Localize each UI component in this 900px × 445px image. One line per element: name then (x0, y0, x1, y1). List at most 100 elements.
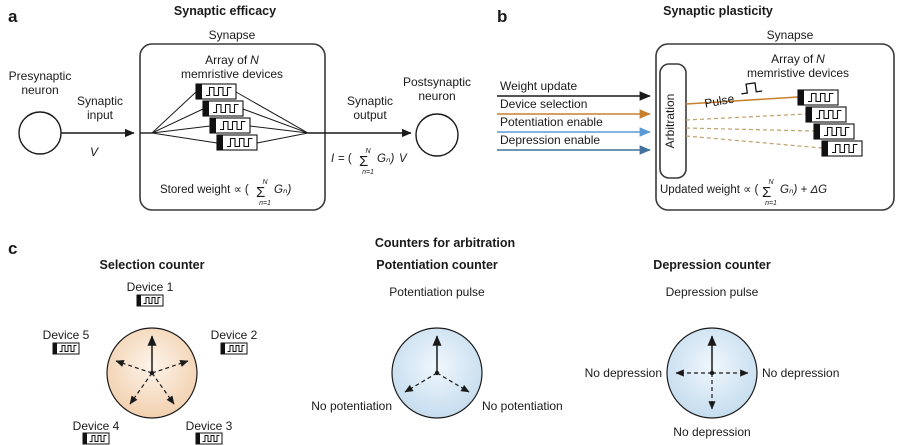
current-suffix: Gₙ) (377, 153, 395, 165)
synaptic-output-label-line1: Synaptic (347, 94, 393, 108)
device-selection-label: Device selection (500, 97, 587, 111)
updated-weight-equation: Updated weight ∝ ( Σ N n=1 Gₙ) + ΔG (660, 179, 827, 207)
memristor-device-icon (209, 117, 251, 134)
selection-dashed-line (685, 113, 807, 121)
postsynaptic-label-line1: Postsynaptic (403, 75, 471, 89)
pulse-waveform-icon (741, 82, 763, 95)
selection-pulse-line (685, 96, 799, 105)
memristor-device-icon (195, 83, 237, 100)
memristor-device-icon (821, 140, 863, 157)
synapse-box-a (139, 43, 326, 211)
converge-line (242, 108, 309, 134)
device-5-label: Device 5 (43, 328, 90, 342)
selection-dashed-arrow (129, 372, 153, 405)
no-potentiation-left-label: No potentiation (311, 399, 392, 413)
panel-a-title: Synaptic efficacy (174, 4, 276, 18)
stored-weight-prefix: Stored weight ∝ ( (160, 184, 249, 196)
selection-counter-title: Selection counter (100, 258, 205, 272)
voltage-label: V (90, 145, 99, 159)
panel-b: b Synaptic plasticity Synapse Arbitratio… (497, 4, 895, 211)
synapse-label-b: Synapse (767, 28, 814, 42)
no-depression-right-label: No depression (762, 366, 839, 380)
potentiation-counter-title: Potentiation counter (376, 258, 498, 272)
postsynaptic-neuron-circle (415, 113, 459, 157)
no-depression-bottom-label: No depression (673, 425, 750, 439)
converge-line (249, 125, 309, 134)
memristor-icon (136, 294, 164, 307)
synapse-box-b (655, 43, 895, 211)
panel-c-title: Counters for arbitration (375, 236, 515, 250)
device-4-label: Device 4 (73, 419, 120, 433)
presynaptic-label-line2: neuron (21, 83, 58, 97)
memristor-icon (195, 432, 223, 445)
synapse-label-a: Synapse (209, 28, 256, 42)
potentiation-enable-label: Potentiation enable (500, 115, 603, 129)
memristor-icon (220, 342, 248, 355)
panel-c-letter: c (8, 239, 17, 258)
panel-c: c Counters for arbitration Selection cou… (8, 236, 839, 445)
array-label-line2-b: memristive devices (747, 66, 849, 80)
synaptic-input-label-line2: input (87, 108, 114, 122)
selection-dashed-arrow (115, 360, 153, 374)
array-label-line2-a: memristive devices (181, 67, 283, 81)
panel-a-letter: a (8, 7, 18, 26)
fan-line (151, 132, 218, 144)
weight-update-label: Weight update (500, 79, 577, 93)
sigma-upper-limit: N (365, 148, 371, 155)
synaptic-output-label-line2: output (353, 108, 387, 122)
current-equals: = ( (338, 153, 352, 165)
fan-line (151, 91, 197, 134)
memristor-device-icon (797, 89, 839, 106)
memristor-device-icon (216, 134, 258, 151)
no-potentiation-right-label: No potentiation (482, 399, 563, 413)
updated-weight-prefix: Updated weight ∝ ( (660, 184, 759, 196)
memristor-device-icon (202, 100, 244, 117)
potentiation-counter: Potentiation counter Potentiation pulse … (311, 258, 563, 419)
potentiation-pulse-label: Potentiation pulse (389, 285, 485, 299)
selection-dashed-arrow (151, 372, 175, 405)
arbitration-label: Arbitration (663, 94, 677, 149)
sigma-upper-limit: N (262, 179, 268, 186)
memristor-device-icon (813, 123, 855, 140)
pulse-label: Pulse (703, 92, 735, 111)
presynaptic-label-line1: Presynaptic (9, 69, 72, 83)
converge-line (256, 132, 309, 144)
sigma-upper-limit: N (768, 179, 774, 186)
sigma-symbol: Σ (762, 184, 771, 201)
fan-line (151, 108, 204, 134)
synaptic-input-label-line1: Synaptic (77, 94, 123, 108)
converge-line (235, 91, 309, 134)
potentiation-dashed-arrow (404, 372, 438, 393)
selection-dashed-line (685, 135, 823, 149)
memristor-icon (52, 342, 80, 355)
fan-line (151, 125, 211, 134)
stored-weight-equation: Stored weight ∝ ( Σ N n=1 Gₙ) (160, 179, 292, 207)
sigma-symbol: Σ (359, 153, 368, 170)
voltage-variable: V (399, 153, 408, 165)
device-2-label: Device 2 (211, 328, 258, 342)
depression-enable-label: Depression enable (500, 133, 600, 147)
postsynaptic-label-line2: neuron (418, 89, 455, 103)
panel-b-title: Synaptic plasticity (663, 4, 773, 18)
sigma-symbol: Σ (256, 184, 265, 201)
selection-dashed-line (685, 127, 815, 132)
memristor-icon (82, 432, 110, 445)
presynaptic-neuron-circle (18, 111, 62, 155)
potentiation-dashed-arrow (436, 372, 470, 393)
sigma-lower-limit: n=1 (259, 200, 271, 207)
memristor-device-icon (805, 106, 847, 123)
depression-pulse-label: Depression pulse (666, 285, 759, 299)
no-depression-left-label: No depression (585, 366, 662, 380)
depression-counter-title: Depression counter (653, 258, 771, 272)
selection-counter: Selection counter Device 1 Device 2 Devi… (43, 258, 258, 445)
sigma-lower-limit: n=1 (362, 169, 374, 176)
sigma-lower-limit: n=1 (765, 200, 777, 207)
output-current-equation: I = ( Σ N n=1 Gₙ) V (331, 148, 408, 176)
panel-b-letter: b (497, 7, 507, 26)
selection-dashed-arrow (151, 360, 189, 374)
stored-weight-suffix: Gₙ) (274, 184, 292, 196)
